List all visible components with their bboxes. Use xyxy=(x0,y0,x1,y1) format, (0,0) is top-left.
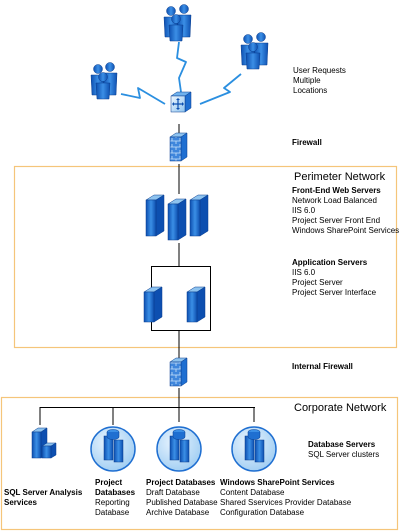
wss-databases-icon xyxy=(231,426,277,472)
project-db-reporting-icon xyxy=(90,426,136,472)
app-servers-line-3: Project Server Interface xyxy=(292,288,377,297)
project-db-reporting-label: Project Databases Reporting Database xyxy=(95,478,135,518)
app-servers-heading: Application Servers xyxy=(292,258,368,267)
internal-firewall-label: Internal Firewall xyxy=(292,362,353,371)
sql-analysis-server-icon xyxy=(31,427,57,459)
sql-analysis-label: SQL Server Analysis Services xyxy=(4,488,82,508)
user-requests-line-2: Multiple xyxy=(293,76,321,85)
firewall-label: Firewall xyxy=(292,138,322,147)
app-servers-line-1: IIS 6.0 xyxy=(292,268,316,277)
user-group-left-icon xyxy=(90,62,118,100)
project-db-reporting-line-2: Database xyxy=(95,508,130,517)
wss-databases-label: Windows SharePoint Services Content Data… xyxy=(220,478,351,518)
database-servers-line: SQL Server clusters xyxy=(308,450,380,459)
sql-analysis-line-1: SQL Server Analysis xyxy=(4,488,83,497)
user-requests-line-1: User Requests xyxy=(293,66,346,75)
wss-line-3: Configuration Database xyxy=(220,508,305,517)
sql-analysis-line-2: Services xyxy=(4,498,37,507)
internal-firewall-icon xyxy=(169,357,188,387)
database-servers-heading: Database Servers xyxy=(308,440,376,449)
lightning-links xyxy=(120,41,242,105)
project-databases-icon xyxy=(156,426,202,472)
user-requests-line-3: Locations xyxy=(293,86,328,95)
project-db-reporting-line-1: Reporting xyxy=(95,498,130,507)
project-db-reporting-heading-2: Databases xyxy=(95,488,136,497)
wss-line-1: Content Database xyxy=(220,488,285,497)
application-servers-label: Application Servers IIS 6.0 Project Serv… xyxy=(292,258,376,298)
connection-lines xyxy=(39,124,255,425)
corporate-network-zone xyxy=(0,396,399,531)
front-end-line-4: Windows SharePoint Services xyxy=(292,226,400,235)
project-databases-line-2: Published Database xyxy=(146,498,218,507)
front-end-web-servers-icon xyxy=(145,194,209,241)
project-db-reporting-heading-1: Project xyxy=(95,478,123,487)
front-end-line-1: Network Load Balanced xyxy=(292,196,377,205)
router-icon xyxy=(170,91,192,113)
front-end-line-2: IIS 6.0 xyxy=(292,206,316,215)
front-end-web-servers-label: Front-End Web Servers Network Load Balan… xyxy=(292,186,399,236)
project-databases-line-1: Draft Database xyxy=(146,488,200,497)
front-end-heading: Front-End Web Servers xyxy=(292,186,381,195)
app-servers-line-2: Project Server xyxy=(292,278,343,287)
perimeter-network-title: Perimeter Network xyxy=(294,171,386,183)
project-databases-label: Project Databases Draft Database Publish… xyxy=(146,478,218,518)
user-requests-label: User Requests Multiple Locations xyxy=(293,66,346,96)
user-group-right-icon xyxy=(240,32,269,70)
project-databases-line-3: Archive Database xyxy=(146,508,210,517)
project-databases-heading: Project Databases xyxy=(146,478,216,487)
perimeter-network-zone xyxy=(13,165,398,349)
wss-heading: Windows SharePoint Services xyxy=(220,478,335,487)
front-end-line-3: Project Server Front End xyxy=(292,216,381,225)
firewall-icon xyxy=(169,132,188,162)
wss-line-2: Shared Sservices Provider Database xyxy=(220,498,352,507)
corporate-network-title: Corporate Network xyxy=(294,402,387,414)
user-group-top-icon xyxy=(163,4,192,42)
database-servers-label: Database Servers SQL Server clusters xyxy=(308,440,379,460)
application-servers-icon xyxy=(143,286,206,323)
